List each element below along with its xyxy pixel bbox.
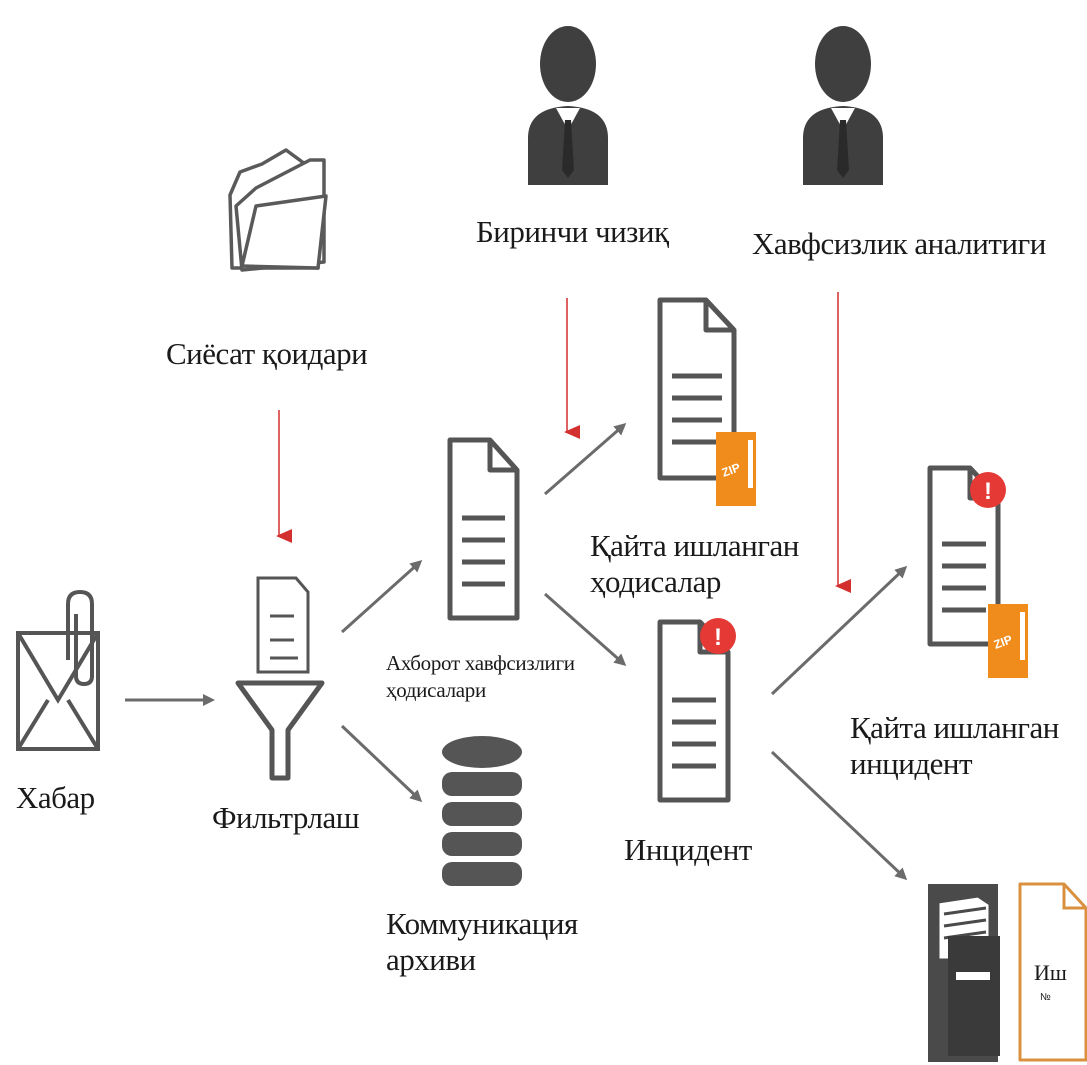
- security-events-document-icon: [447, 437, 520, 621]
- label-processed-incident-line2: инцидент: [850, 746, 973, 781]
- label-incident: Инцидент: [624, 832, 752, 867]
- label-security-analyst: Хавфсизлик аналитиги: [752, 226, 1046, 261]
- label-security-events: Ахборот хавфсизлиги ҳодисалари: [386, 650, 575, 704]
- label-security-events-line1: Ахборот хавфсизлиги: [386, 651, 575, 675]
- case-folder-icon: Иш №: [1018, 882, 1087, 1062]
- label-processed-events-line2: ҳодисалар: [590, 564, 721, 599]
- person-security-analyst-icon: [803, 26, 883, 185]
- label-processed-incident-line1: Қайта ишланган: [850, 710, 1059, 745]
- processed-incident-document-icon: [927, 465, 1001, 647]
- zip-badge-text: ZIP: [720, 460, 742, 480]
- alert-badge-icon-2: !: [970, 472, 1006, 508]
- label-communication-archive: Коммуникация архиви: [386, 906, 578, 978]
- arrow-incident-to-case: [770, 750, 908, 881]
- zip-badge-text-2: ZIP: [992, 632, 1014, 652]
- label-processed-events-line1: Қайта ишланган: [590, 528, 799, 563]
- alert-badge-icon: !: [700, 618, 736, 654]
- label-security-events-line2: ҳодисалари: [386, 678, 486, 702]
- label-processed-incident: Қайта ишланган инцидент: [850, 710, 1059, 782]
- arrow-filter-to-archive: [340, 724, 423, 803]
- zip-archive-icon: ZIP: [716, 432, 756, 506]
- label-communication-archive-line2: архиви: [386, 942, 476, 977]
- case-title: Иш: [1034, 960, 1067, 985]
- folder-icon: [228, 148, 328, 272]
- funnel-icon: [235, 576, 325, 781]
- paperclip-icon: [66, 589, 94, 687]
- label-message: Хабар: [16, 780, 95, 815]
- label-filtering: Фильтрлаш: [212, 800, 360, 835]
- processed-events-document-icon: [657, 297, 737, 481]
- label-processed-events: Қайта ишланган ҳодисалар: [590, 528, 799, 600]
- alert-badge-text: !: [714, 624, 722, 651]
- incident-document-icon: [657, 619, 731, 803]
- arrow-events-to-processed: [544, 423, 627, 496]
- database-icon: [442, 736, 522, 886]
- label-communication-archive-line1: Коммуникация: [386, 906, 578, 941]
- arrow-events-to-incident: [544, 592, 627, 666]
- case-number: №: [1040, 992, 1051, 1003]
- person-first-line-icon: [528, 26, 608, 185]
- arrow-incident-to-processed-incident: [770, 565, 908, 696]
- envelope-icon: [16, 631, 100, 751]
- filing-cabinet-icon: [928, 884, 1000, 1062]
- alert-badge-text-2: !: [984, 478, 992, 505]
- label-policy-rules: Сиёсат қоидари: [166, 336, 368, 371]
- label-first-line: Биринчи чизиқ: [476, 214, 669, 249]
- arrow-filter-to-events: [340, 559, 423, 634]
- zip-archive-icon-2: ZIP: [988, 604, 1028, 678]
